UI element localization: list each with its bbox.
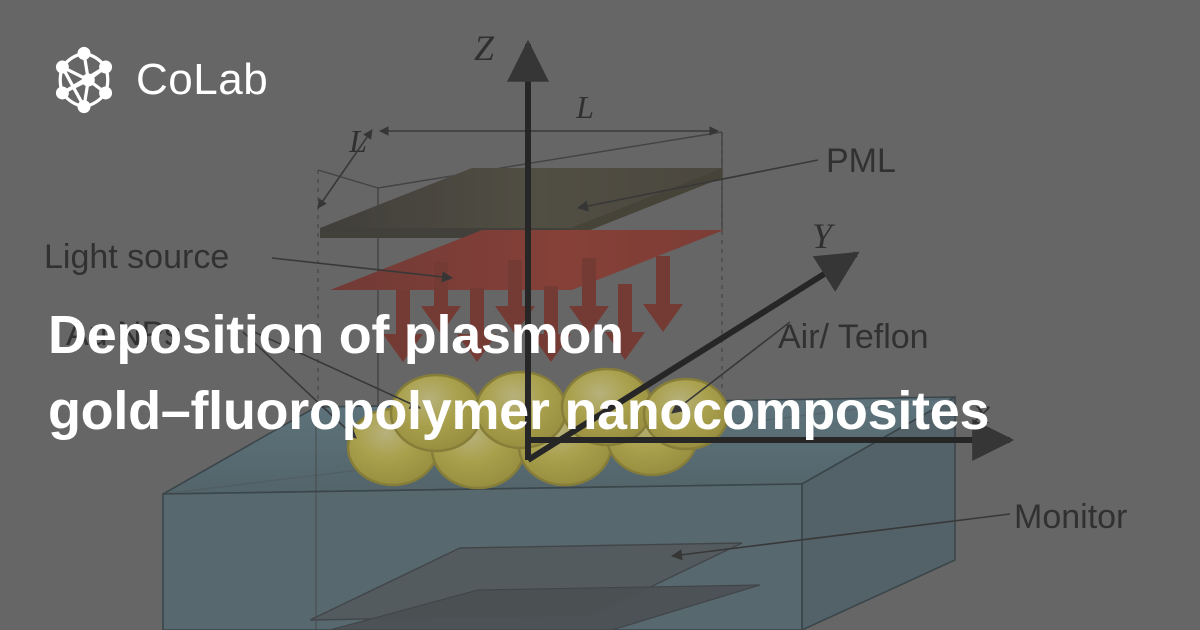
dimension-label-depth: L [348, 123, 367, 159]
callout-leaders [242, 159, 1011, 561]
dimension-arrows [317, 126, 719, 209]
axis-label-x: x [973, 391, 990, 431]
brand-lockup[interactable]: CoLab [48, 44, 268, 116]
page-title: Deposition of plasmon gold–fluoropolymer… [48, 298, 1158, 449]
page-title-line-2: gold–fluoropolymer nanocomposites [48, 380, 990, 441]
dimension-label-width: L [575, 89, 594, 125]
label-air-teflon: Air/ Teflon [778, 318, 929, 356]
label-monitor: Monitor [1014, 498, 1127, 536]
gold-nanoparticles [346, 367, 730, 490]
monitor-planes [309, 542, 761, 630]
page-title-line-1: Deposition of plasmon [48, 305, 624, 366]
node-graph-icon [55, 46, 113, 114]
coordinate-axes [507, 39, 1015, 463]
brand-name: CoLab [136, 55, 269, 104]
pml-plane [320, 168, 722, 238]
label-pml: PML [826, 142, 896, 180]
label-au-nps: Au NPs [66, 315, 181, 353]
label-light-source: Light source [44, 238, 229, 276]
axis-label-z: Z [474, 28, 495, 68]
axis-label-y: Y [812, 216, 836, 256]
